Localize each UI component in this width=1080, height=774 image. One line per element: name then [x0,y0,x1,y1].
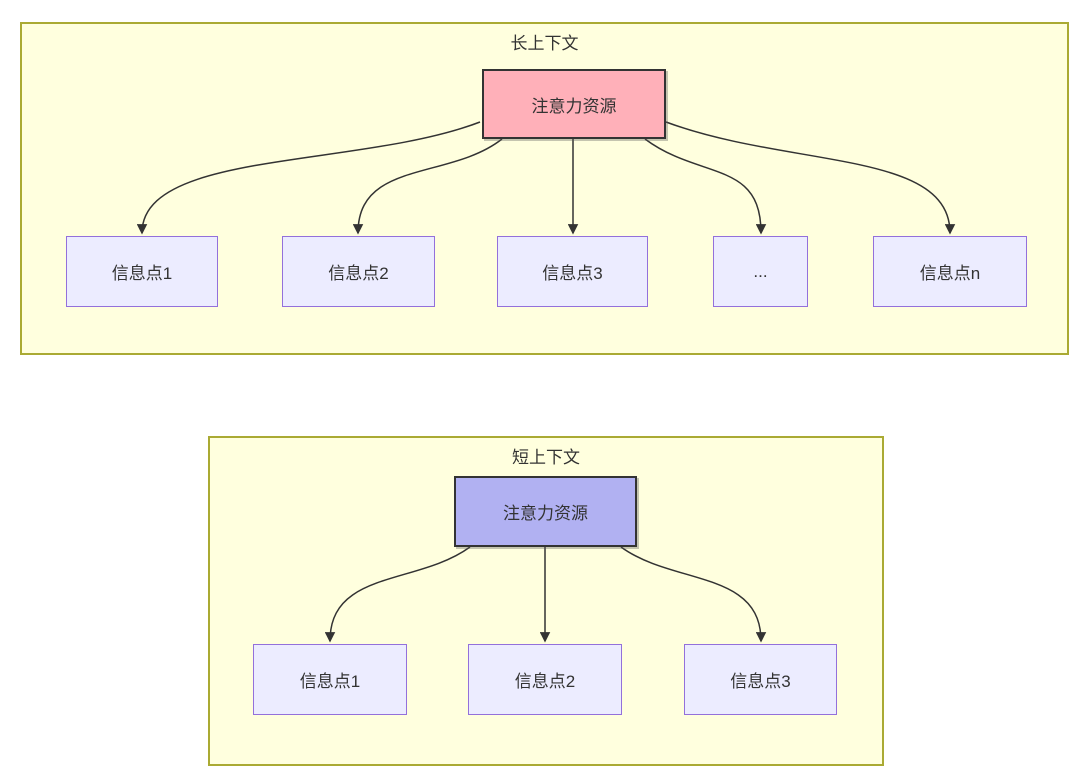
long-ellipsis-label: ... [753,261,768,281]
long-info-label-2: 信息点2 [328,264,389,283]
long-info-label-3: 信息点3 [542,264,603,283]
long-info-label-n: 信息点n [919,264,981,283]
long-attention-node: 注意力资源 [482,69,666,139]
short-info-label-1: 信息点1 [299,672,361,691]
long-info-node-2: 信息点2 [282,236,435,307]
short-attention-label: 注意力资源 [503,504,588,523]
long-info-node-n: 信息点n [873,236,1027,307]
short-info-label-3: 信息点3 [730,672,791,691]
short-info-node-3: 信息点3 [684,644,837,715]
short-info-label-2: 信息点2 [514,672,576,691]
long-info-node-1: 信息点1 [66,236,218,307]
short-attention-node: 注意力资源 [454,476,637,547]
short-info-node-2: 信息点2 [468,644,622,715]
long-ellipsis-node: ... [713,236,808,307]
long-info-label-1: 信息点1 [111,264,173,283]
short-context-title: 短上下文 [512,448,580,467]
long-context-title: 长上下文 [510,34,579,53]
short-info-node-1: 信息点1 [253,644,407,715]
long-attention-label: 注意力资源 [531,96,617,116]
long-info-node-3: 信息点3 [497,236,648,307]
